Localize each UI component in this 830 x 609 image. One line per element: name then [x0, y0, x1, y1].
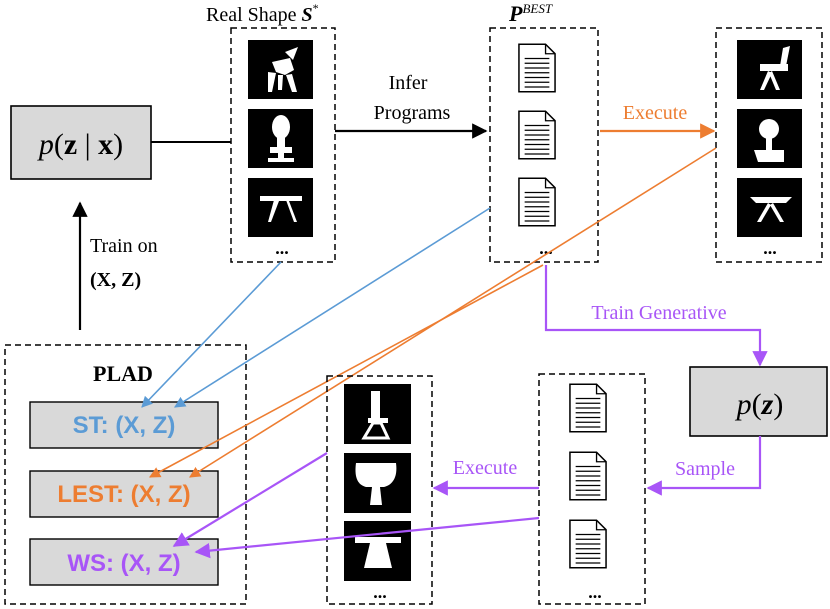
real-shape-ellipsis: ... [275, 238, 289, 258]
document-icon [569, 519, 607, 569]
generative-model-box [689, 366, 828, 437]
lest-arrow-from-executed [189, 147, 717, 478]
sample-arrow [646, 436, 762, 496]
document-icon [518, 43, 556, 93]
document-icon [518, 177, 556, 227]
inference-model-label: p(z | x) [37, 128, 123, 161]
sampled-programs-ellipsis: ... [588, 582, 602, 602]
p-best-label: PBEST [508, 1, 553, 26]
generative-model-label: p(z) [735, 388, 784, 421]
inference-model-box [10, 105, 152, 180]
lest-box [29, 470, 219, 518]
document-icon [569, 383, 607, 433]
st-arrow-from-shapes [141, 261, 282, 408]
executed-shape-group [715, 27, 823, 263]
document-icon [569, 451, 607, 501]
p-best-group [489, 27, 599, 263]
infer-label-line1: Infer [389, 72, 428, 94]
synthetic-shape-group [326, 375, 433, 605]
plad-group [4, 344, 247, 605]
infer-label-line2: Programs [374, 102, 451, 124]
lest-label: LEST: (X, Z) [57, 481, 190, 508]
executed-shape-ellipsis: ... [763, 238, 777, 258]
st-arrow-from-programs [174, 207, 491, 408]
train-generative-arrow [544, 265, 768, 367]
synthetic-shape-ellipsis: ... [373, 582, 387, 602]
execute-label-top: Execute [623, 102, 688, 124]
real-shape-label: Real Shape S* [206, 1, 319, 26]
execute-label-bottom: Execute [453, 457, 518, 479]
lest-arrow-from-programs [149, 264, 544, 478]
sample-label: Sample [675, 458, 735, 480]
st-label: ST: (X, Z) [73, 412, 176, 439]
ws-arrow-from-programs [194, 516, 540, 559]
real-shape-group [230, 27, 336, 263]
st-box [29, 401, 219, 449]
table-shape-icon [248, 178, 313, 237]
train-generative-label: Train Generative [591, 302, 726, 324]
document-icon [518, 110, 556, 160]
ws-arrow-from-shapes [172, 452, 328, 547]
train-on-label-line1: Train on [90, 235, 158, 257]
sampled-programs-group [538, 373, 646, 605]
plad-title: PLAD [93, 361, 153, 386]
ws-label: WS: (X, Z) [67, 550, 180, 577]
train-on-label-line2: (X, Z) [90, 269, 141, 291]
